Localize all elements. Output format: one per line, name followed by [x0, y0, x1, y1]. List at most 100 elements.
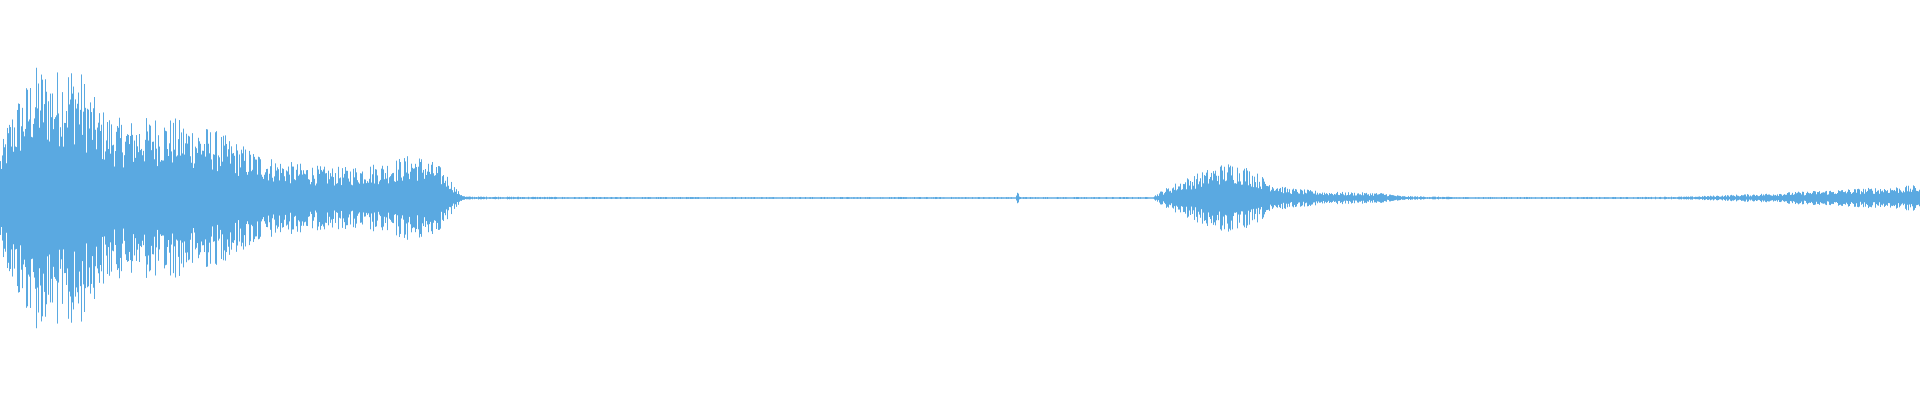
waveform-sample	[966, 197, 967, 199]
waveform-sample	[1463, 197, 1464, 199]
waveform-sample	[1120, 197, 1121, 199]
waveform-sample	[979, 197, 980, 199]
waveform-sample	[1854, 189, 1855, 207]
waveform-sample	[1610, 197, 1611, 199]
waveform-sample	[97, 127, 98, 269]
waveform-sample	[36, 67, 37, 329]
waveform-sample	[1269, 185, 1270, 211]
waveform-sample	[803, 197, 804, 199]
waveform-sample	[357, 180, 358, 216]
waveform-sample	[1642, 196, 1643, 200]
waveform-sample	[499, 197, 500, 199]
waveform-sample	[135, 157, 136, 239]
waveform-sample	[994, 197, 995, 199]
waveform-sample	[1905, 187, 1906, 209]
waveform-sample	[923, 197, 924, 199]
waveform-sample	[732, 197, 733, 199]
waveform-sample	[1522, 197, 1523, 199]
waveform-sample	[1747, 194, 1748, 202]
waveform-sample	[1179, 186, 1180, 210]
waveform-sample	[361, 173, 362, 223]
waveform-sample	[74, 144, 75, 252]
waveform-sample	[1704, 195, 1705, 201]
waveform-sample	[989, 197, 990, 199]
waveform-sample	[1365, 193, 1366, 203]
waveform-sample	[664, 197, 665, 199]
waveform-sample	[1627, 197, 1628, 199]
waveform-sample	[48, 101, 49, 295]
waveform-sample	[537, 196, 538, 200]
waveform-sample	[1178, 186, 1179, 210]
waveform-sample	[995, 197, 996, 199]
waveform-sample	[1069, 197, 1070, 199]
waveform-sample	[1692, 196, 1693, 200]
waveform-sample	[907, 197, 908, 199]
waveform-sample	[1560, 197, 1561, 199]
waveform-sample	[1291, 194, 1292, 202]
waveform-sample	[281, 172, 282, 224]
waveform-sample	[1441, 197, 1442, 199]
waveform-sample	[105, 151, 106, 245]
waveform-sample	[953, 197, 954, 199]
waveform-sample	[152, 141, 153, 255]
waveform-sample	[850, 197, 851, 199]
waveform-sample	[1268, 186, 1269, 210]
waveform-sample	[974, 197, 975, 199]
waveform-sample	[261, 174, 262, 222]
waveform-sample	[1415, 196, 1416, 200]
waveform-sample	[1906, 185, 1907, 211]
waveform-sample	[701, 197, 702, 199]
waveform-sample	[1406, 196, 1407, 200]
waveform-sample	[1294, 191, 1295, 205]
waveform-sample	[409, 179, 410, 217]
waveform-sample	[1044, 197, 1045, 199]
waveform-sample	[677, 197, 678, 199]
waveform-sample	[1803, 191, 1804, 205]
waveform-sample	[369, 178, 370, 218]
waveform-sample	[896, 197, 897, 199]
waveform-sample	[307, 170, 308, 227]
waveform-sample	[831, 197, 832, 199]
waveform-sample	[780, 197, 781, 199]
waveform-sample	[725, 197, 726, 199]
waveform-sample	[1795, 191, 1796, 205]
waveform-sample	[1545, 197, 1546, 199]
waveform-sample	[1621, 197, 1622, 199]
waveform-sample	[320, 166, 321, 230]
waveform-sample	[962, 197, 963, 199]
waveform-sample	[1272, 187, 1273, 209]
waveform-sample	[334, 185, 335, 211]
waveform-sample	[1860, 194, 1861, 202]
waveform-sample	[1818, 192, 1819, 204]
waveform-sample	[1736, 194, 1737, 202]
waveform-sample	[1755, 195, 1756, 201]
waveform-sample	[89, 128, 90, 268]
waveform-sample	[335, 173, 336, 223]
waveform-sample	[330, 173, 331, 223]
waveform-sample	[496, 196, 497, 200]
waveform-sample	[1863, 188, 1864, 208]
waveform-sample	[768, 197, 769, 199]
waveform-sample	[1158, 195, 1159, 201]
waveform-sample	[158, 135, 159, 261]
waveform-sample	[1819, 191, 1820, 205]
waveform-sample	[460, 195, 461, 201]
waveform-sample	[1377, 194, 1378, 202]
waveform-sample	[96, 149, 97, 247]
waveform-sample	[944, 197, 945, 199]
waveform-sample	[1546, 197, 1547, 199]
waveform-sample	[1083, 197, 1084, 199]
waveform-sample	[225, 135, 226, 261]
waveform-sample	[1404, 196, 1405, 200]
waveform-sample	[1078, 197, 1079, 199]
waveform-sample	[1016, 195, 1017, 201]
waveform-sample	[1444, 197, 1445, 199]
waveform-sample	[209, 153, 210, 243]
waveform-sample	[132, 134, 133, 262]
waveform-sample	[1669, 197, 1670, 199]
waveform-sample	[1800, 192, 1801, 204]
waveform-sample	[913, 197, 914, 199]
waveform-sample	[1565, 197, 1566, 199]
waveform-sample	[1549, 197, 1550, 199]
